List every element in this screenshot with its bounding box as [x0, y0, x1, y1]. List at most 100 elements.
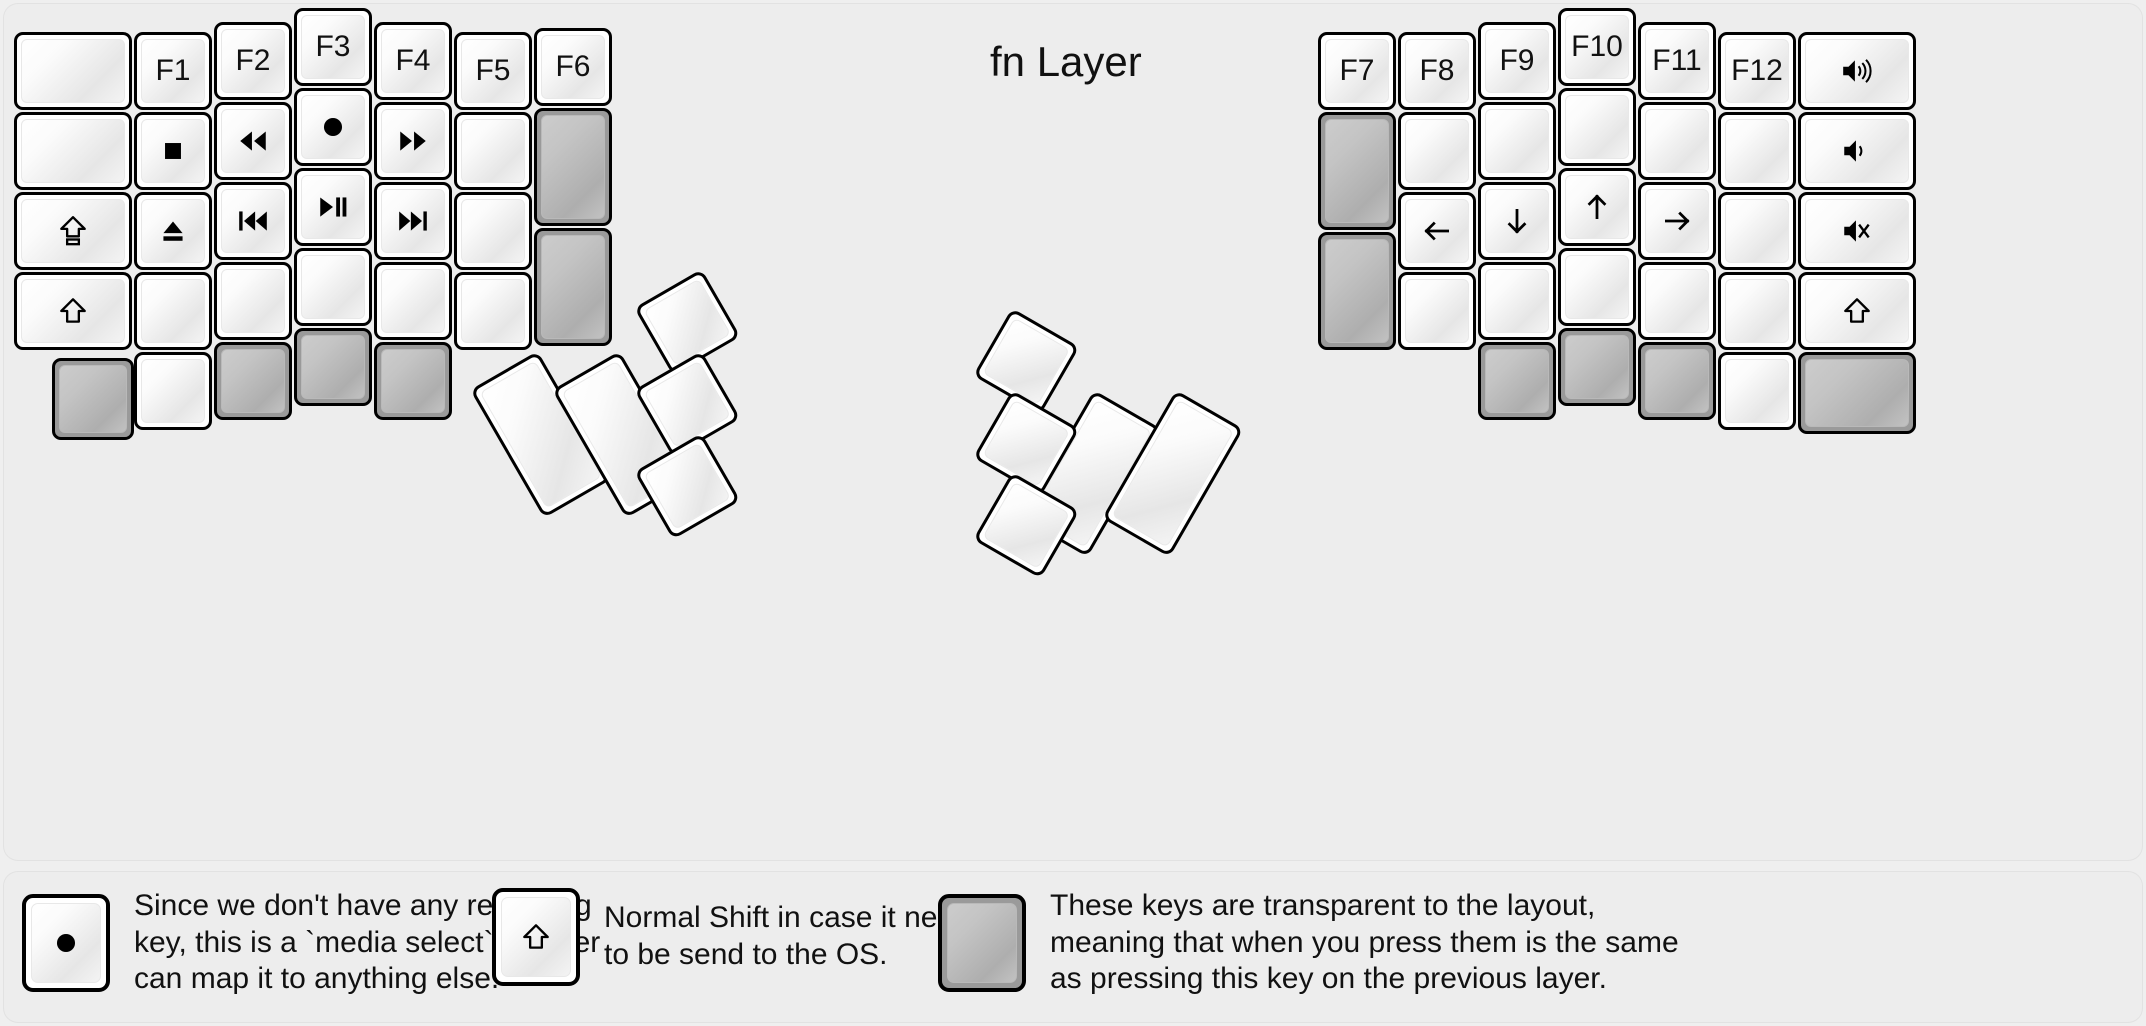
left-col-6-key-4[interactable]	[454, 272, 532, 350]
legend-panel	[4, 872, 2142, 1022]
keycap-surface	[1485, 349, 1549, 413]
right-col-7-key-5[interactable]	[1798, 352, 1916, 434]
left-col-5-key-2[interactable]	[374, 102, 452, 180]
arrow-right-icon	[1660, 204, 1694, 238]
right-col-1-key-1[interactable]: F7	[1318, 32, 1396, 110]
left-col-3-key-1[interactable]: F2	[214, 22, 292, 100]
left-col-5-key-5[interactable]	[374, 342, 452, 420]
keycap-surface	[461, 119, 525, 183]
legend-text-shift: Normal Shift in case it needs to be send…	[604, 901, 986, 971]
right-col-4-key-5[interactable]	[1558, 328, 1636, 406]
keycap-surface	[1645, 269, 1709, 333]
right-col-5-key-2[interactable]	[1638, 102, 1716, 180]
left-col-3-key-4[interactable]	[214, 262, 292, 340]
keycap-surface	[1565, 175, 1629, 239]
record-icon	[316, 110, 350, 144]
volume-mute-icon	[1840, 214, 1874, 248]
keycap-surface	[1805, 359, 1909, 427]
keycap-surface	[1805, 199, 1909, 263]
right-col-4-key-4[interactable]	[1558, 248, 1636, 326]
keycap-surface: F12	[1725, 39, 1789, 103]
keycap-surface	[21, 279, 125, 343]
right-col-3-key-4[interactable]	[1478, 262, 1556, 340]
right-col-6-key-5[interactable]	[1718, 352, 1796, 430]
right-col-5-key-4[interactable]	[1638, 262, 1716, 340]
right-col-6-key-4[interactable]	[1718, 272, 1796, 350]
keycap-surface	[301, 175, 365, 239]
left-col-4-key-4[interactable]	[294, 248, 372, 326]
keycap-surface	[1805, 39, 1909, 103]
right-col-6-key-1[interactable]: F12	[1718, 32, 1796, 110]
keycap-surface: F1	[141, 39, 205, 103]
left-col-2-key-4[interactable]	[134, 272, 212, 350]
right-col-3-key-3[interactable]	[1478, 182, 1556, 260]
left-col-6-key-1[interactable]: F5	[454, 32, 532, 110]
keycap-label: F12	[1731, 54, 1783, 87]
right-col-7-key-3[interactable]	[1798, 192, 1916, 270]
left-col-4-key-1[interactable]: F3	[294, 8, 372, 86]
left-col-1-key-3[interactable]	[14, 192, 132, 270]
keycap-surface: F9	[1485, 29, 1549, 93]
left-col-7-key-1[interactable]: F6	[534, 28, 612, 106]
left-left-bottom-transparent[interactable]	[52, 358, 134, 440]
right-col-3-key-5[interactable]	[1478, 342, 1556, 420]
keycap-surface	[1565, 255, 1629, 319]
keycap-surface	[59, 365, 127, 433]
left-col-5-key-1[interactable]: F4	[374, 22, 452, 100]
left-col-5-key-4[interactable]	[374, 262, 452, 340]
right-col-2-key-2[interactable]	[1398, 112, 1476, 190]
left-col-4-key-3[interactable]	[294, 168, 372, 246]
keycap-surface	[21, 119, 125, 183]
right-col-1-key-3[interactable]	[1318, 232, 1396, 350]
left-col-7-key-2[interactable]	[534, 108, 612, 226]
right-col-2-key-3[interactable]	[1398, 192, 1476, 270]
left-col-1-key-4[interactable]	[14, 272, 132, 350]
keycap-surface	[381, 349, 445, 413]
left-col-1-key-2[interactable]	[14, 112, 132, 190]
right-col-5-key-1[interactable]: F11	[1638, 22, 1716, 100]
caps-lock-icon	[56, 214, 90, 248]
left-col-7-key-3[interactable]	[534, 228, 612, 346]
right-col-7-key-4[interactable]	[1798, 272, 1916, 350]
right-col-3-key-2[interactable]	[1478, 102, 1556, 180]
right-col-7-key-2[interactable]	[1798, 112, 1916, 190]
prev-track-icon	[236, 204, 270, 238]
left-col-3-key-3[interactable]	[214, 182, 292, 260]
left-col-4-key-5[interactable]	[294, 328, 372, 406]
right-col-4-key-2[interactable]	[1558, 88, 1636, 166]
keycap-surface: F7	[1325, 39, 1389, 103]
left-col-6-key-3[interactable]	[454, 192, 532, 270]
keycap-surface	[1565, 95, 1629, 159]
keycap-surface: F8	[1405, 39, 1469, 103]
left-col-5-key-3[interactable]	[374, 182, 452, 260]
keycap-surface	[1485, 269, 1549, 333]
right-col-5-key-5[interactable]	[1638, 342, 1716, 420]
eject-icon	[156, 214, 190, 248]
right-col-6-key-3[interactable]	[1718, 192, 1796, 270]
left-col-6-key-2[interactable]	[454, 112, 532, 190]
left-col-2-key-1[interactable]: F1	[134, 32, 212, 110]
right-col-2-key-4[interactable]	[1398, 272, 1476, 350]
right-col-4-key-1[interactable]: F10	[1558, 8, 1636, 86]
keycap-surface	[1645, 189, 1709, 253]
left-col-2-key-2[interactable]	[134, 112, 212, 190]
right-col-4-key-3[interactable]	[1558, 168, 1636, 246]
keycap-surface	[221, 109, 285, 173]
left-col-4-key-2[interactable]	[294, 88, 372, 166]
keycap-surface	[461, 199, 525, 263]
right-col-3-key-1[interactable]: F9	[1478, 22, 1556, 100]
left-col-3-key-2[interactable]	[214, 102, 292, 180]
left-col-1-key-1[interactable]	[14, 32, 132, 110]
right-col-6-key-2[interactable]	[1718, 112, 1796, 190]
left-col-2-key-5[interactable]	[134, 352, 212, 430]
keycap-surface: F6	[541, 35, 605, 99]
left-col-2-key-3[interactable]	[134, 192, 212, 270]
right-col-5-key-3[interactable]	[1638, 182, 1716, 260]
left-col-3-key-5[interactable]	[214, 342, 292, 420]
keycap-surface	[1565, 335, 1629, 399]
right-col-7-key-1[interactable]	[1798, 32, 1916, 110]
right-col-1-key-2[interactable]	[1318, 112, 1396, 230]
keycap-surface	[1405, 279, 1469, 343]
fast-forward-icon	[396, 124, 430, 158]
right-col-2-key-1[interactable]: F8	[1398, 32, 1476, 110]
